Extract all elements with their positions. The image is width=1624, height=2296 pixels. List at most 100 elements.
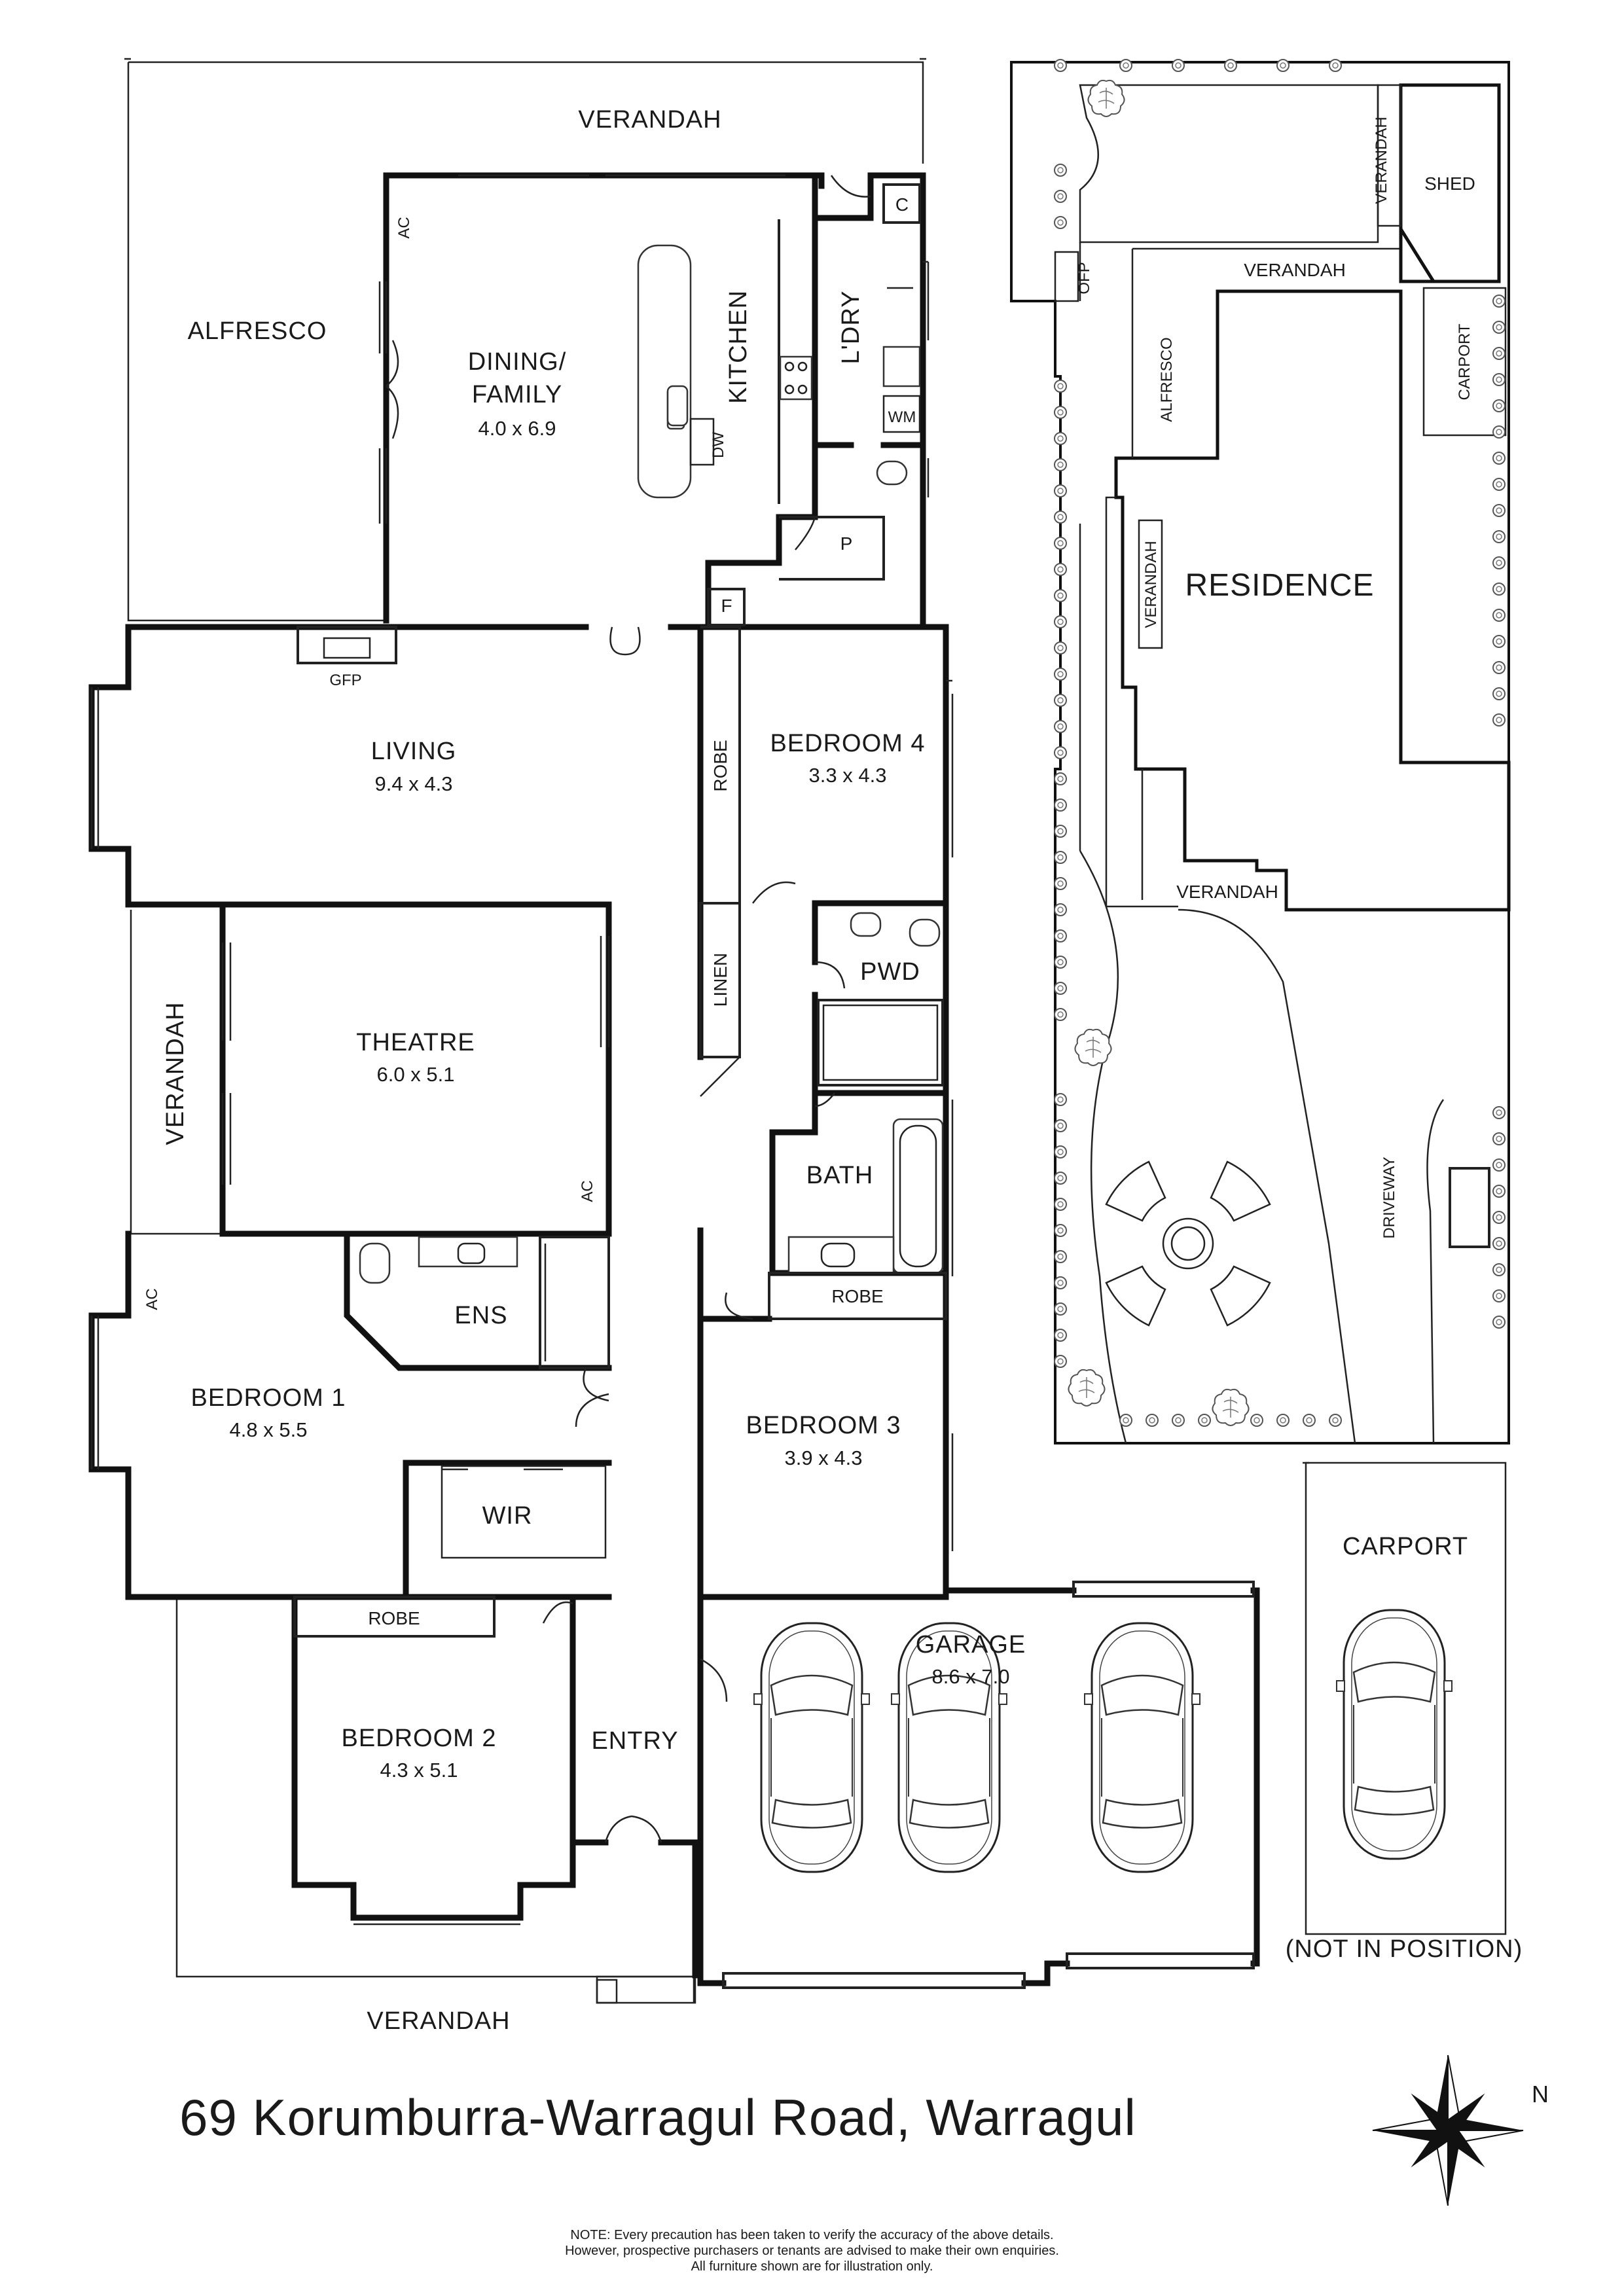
ofp	[1054, 251, 1079, 302]
site-label-alfresco: ALFRESCO	[1158, 337, 1176, 422]
label-bedroom3-dim: 3.9 x 4.3	[785, 1446, 863, 1469]
label-garage-dim: 8.6 x 7.0	[932, 1665, 1010, 1688]
label-bedroom4: BEDROOM 4	[770, 730, 925, 757]
label-theatre: THEATRE	[356, 1029, 475, 1056]
label-gfp: GFP	[329, 672, 361, 689]
carport-plan	[1303, 1462, 1507, 1935]
dw-box	[689, 418, 715, 466]
label-bedroom4-dim: 3.3 x 4.3	[809, 764, 887, 787]
label-ens: ENS	[454, 1302, 507, 1329]
label-living-dim: 9.4 x 4.3	[375, 772, 453, 795]
label-living: LIVING	[371, 738, 457, 765]
label-bath: BATH	[806, 1162, 874, 1189]
label-dining-2: FAMILY	[472, 381, 562, 408]
main-labels: VERANDAH ALFRESCO DINING/ FAMILY 4.0 x 6…	[143, 106, 1026, 2035]
site-labels: VERANDAH SHED VERANDAH OFP ALFRESCO CARP…	[1075, 117, 1475, 1238]
toilet-laundry	[876, 460, 908, 486]
label-theatre-dim: 6.0 x 5.1	[377, 1063, 455, 1086]
label-ac-theatre: AC	[579, 1180, 596, 1202]
carport-note: (NOT IN POSITION)	[1286, 1935, 1523, 1963]
tree-icon	[1087, 79, 1125, 117]
label-bedroom1-dim: 4.8 x 5.5	[230, 1418, 308, 1441]
kitchen-island	[637, 244, 692, 499]
garage-rear-window	[1072, 1581, 1255, 1598]
site-label-verandah-left: VERANDAH	[1142, 541, 1160, 628]
bath-vanity	[787, 1236, 895, 1274]
fridge-f	[707, 588, 746, 626]
label-verandah-side: VERANDAH	[162, 1001, 189, 1145]
tree-icon	[1212, 1388, 1250, 1426]
site-label-verandah-vertical: VERANDAH	[1373, 117, 1390, 204]
site-carport	[1422, 287, 1507, 437]
note-line: NOTE: Every precaution has been taken to…	[570, 2228, 1054, 2242]
label-c: C	[895, 194, 909, 215]
tree-icon	[1068, 1369, 1106, 1407]
disclaimer-note: NOTE: Every precaution has been taken to…	[0, 2227, 1624, 2274]
site-label-shed: SHED	[1424, 173, 1475, 194]
label-p: P	[840, 533, 853, 554]
label-alfresco: ALFRESCO	[188, 317, 327, 345]
garage-door	[722, 1972, 1026, 1989]
carport-labels: CARPORT (NOT IN POSITION)	[1286, 1533, 1523, 1963]
driveway	[1178, 908, 1356, 1444]
site-label-carport: CARPORT	[1456, 323, 1473, 400]
main-plan	[88, 58, 1260, 2004]
ens-vanity	[418, 1236, 518, 1268]
bed3-robe	[768, 1272, 947, 1320]
label-dining-dim: 4.0 x 6.9	[478, 417, 556, 440]
theatre-walls	[219, 901, 612, 1237]
kitchen-sink	[666, 385, 689, 427]
bed2-walls	[291, 1594, 576, 1921]
compass-label: N	[1532, 2081, 1549, 2108]
label-ac-bed1: AC	[143, 1288, 161, 1310]
label-dw: DW	[710, 432, 727, 458]
car-icon	[1083, 1622, 1201, 1873]
site-label-driveway: DRIVEWAY	[1380, 1157, 1398, 1238]
label-wir: WIR	[482, 1502, 533, 1530]
label-dining-1: DINING/	[468, 348, 567, 376]
label-robe-bed4: ROBE	[710, 740, 731, 791]
garage-walls	[697, 1587, 1260, 1986]
label-linen: LINEN	[710, 953, 731, 1007]
label-garage: GARAGE	[916, 1631, 1026, 1659]
label-verandah-bottom: VERANDAH	[367, 2007, 510, 2035]
ens-toilet	[359, 1242, 391, 1284]
label-robe-bed3: ROBE	[831, 1286, 883, 1306]
wir-shelf	[441, 1465, 607, 1559]
car-icon	[890, 1622, 1008, 1873]
site-label-residence: RESIDENCE	[1185, 568, 1374, 603]
label-f: F	[721, 596, 732, 616]
cooktop	[779, 355, 813, 401]
label-bedroom2-dim: 4.3 x 5.1	[380, 1759, 458, 1782]
label-wm: WM	[888, 408, 916, 426]
site-plan	[1010, 59, 1511, 1444]
linen-cupboard	[699, 902, 741, 1058]
label-bedroom3: BEDROOM 3	[746, 1412, 901, 1439]
carport-outline	[1305, 1462, 1507, 1935]
label-bedroom2: BEDROOM 2	[341, 1725, 496, 1752]
entry-walls	[569, 1839, 698, 1979]
label-ac-dining: AC	[395, 217, 413, 238]
car-icon	[1335, 1609, 1453, 1860]
site-label-verandah-top: VERANDAH	[1244, 260, 1346, 280]
laundry-trough	[882, 346, 921, 387]
label-pwd: PWD	[860, 958, 920, 986]
note-line: However, prospective purchasers or tenan…	[565, 2244, 1059, 2258]
compass-icon	[1372, 2054, 1524, 2206]
note-line: All furniture shown are for illustration…	[691, 2259, 933, 2274]
site-label-verandah-bottom: VERANDAH	[1176, 882, 1278, 902]
shower	[817, 999, 944, 1086]
verandah-bottom-outline	[175, 1597, 695, 2003]
label-entry: ENTRY	[591, 1727, 678, 1755]
bed2-robe	[293, 1596, 496, 1638]
garage-side-door	[1066, 1952, 1255, 1969]
label-verandah-top: VERANDAH	[578, 106, 721, 134]
bed3-walls	[697, 900, 949, 1600]
cupboard-c	[882, 183, 921, 224]
carport-label: CARPORT	[1343, 1533, 1468, 1560]
label-laundry: L'DRY	[837, 291, 865, 365]
label-robe-bed2: ROBE	[368, 1608, 420, 1628]
label-kitchen: KITCHEN	[725, 290, 752, 404]
ens-shower	[539, 1236, 610, 1369]
